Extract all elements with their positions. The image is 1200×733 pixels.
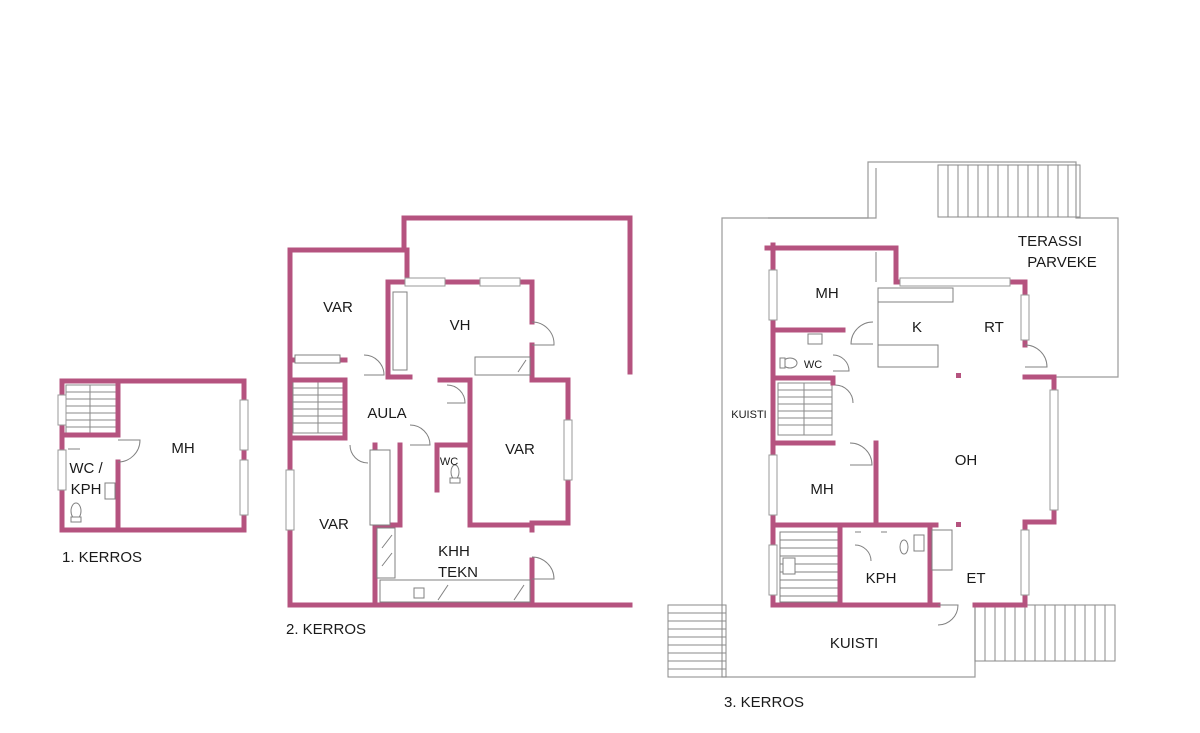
toilet-icon <box>899 539 909 555</box>
window <box>768 269 778 321</box>
room-label-kph: KPH <box>866 570 897 587</box>
floor-3-stairs-left <box>667 604 727 678</box>
door-swing <box>531 556 555 580</box>
floor-1-label: 1. KERROS <box>62 549 142 566</box>
window <box>768 544 778 596</box>
room-label-wc: WC / <box>69 460 103 477</box>
door-swing <box>349 444 369 464</box>
floor-1-plan: MH WC / KPH 1. KERROS <box>57 378 249 566</box>
sink-icon <box>913 534 925 552</box>
floor-3-plan: TERASSI PARVEKE MH K RT WC KUISTI OH MH … <box>667 161 1119 711</box>
door-swing <box>849 442 873 466</box>
door-swing <box>832 354 850 372</box>
floor-3-stairs-right <box>974 604 1116 662</box>
sink-icon <box>413 587 425 599</box>
room-label-rt: RT <box>984 319 1004 336</box>
floor-3-stairs-top <box>937 164 1081 218</box>
door-swing <box>409 424 431 446</box>
room-label-khh: KHH <box>438 543 470 560</box>
room-label-parveke: PARVEKE <box>1027 254 1096 271</box>
window <box>479 277 521 287</box>
room-label-var-top: VAR <box>323 299 353 316</box>
room-label-mh-bottom: MH <box>810 481 833 498</box>
floor-1-walls <box>59 378 247 533</box>
closet <box>369 449 391 526</box>
door-swing <box>854 544 872 562</box>
room-label-mh: MH <box>171 440 194 457</box>
room-label-terassi: TERASSI <box>1018 233 1082 250</box>
window <box>899 277 1011 287</box>
closet <box>474 356 531 376</box>
window <box>1020 529 1030 596</box>
room-label-wc: WC <box>804 359 822 371</box>
door-swing <box>117 439 141 463</box>
door-swing <box>834 384 854 404</box>
room-label-vh: VH <box>450 317 471 334</box>
window <box>1020 294 1030 341</box>
room-label-kph: KPH <box>71 481 102 498</box>
floor-2-plan: VAR VH AULA VAR VAR WC KHH TEKN 2. KERRO… <box>285 215 633 638</box>
room-label-tekn: TEKN <box>438 564 478 581</box>
counter <box>379 579 531 603</box>
post <box>956 522 961 527</box>
room-label-k: K <box>912 319 922 336</box>
floor-2-label: 2. KERROS <box>286 621 366 638</box>
floor-2-stairs <box>292 380 346 434</box>
door-swing <box>850 321 874 345</box>
sauna-bench <box>779 531 839 603</box>
room-label-oh: OH <box>955 452 978 469</box>
toilet-tank-icon <box>779 357 786 369</box>
door-swing <box>1024 344 1048 368</box>
room-label-aula: AULA <box>367 405 406 422</box>
window <box>768 454 778 516</box>
closet <box>392 291 408 371</box>
room-label-kuisti-bottom: KUISTI <box>830 635 878 652</box>
toilet-tank-icon <box>449 477 461 484</box>
room-label-mh-top: MH <box>815 285 838 302</box>
window <box>239 459 249 516</box>
sink-icon <box>807 333 823 345</box>
kitchen-island <box>877 344 939 368</box>
window <box>57 394 67 426</box>
window <box>404 277 446 287</box>
window <box>239 399 249 451</box>
door-swing <box>363 354 385 376</box>
room-label-wc: WC <box>440 456 458 468</box>
window <box>563 419 573 481</box>
floor-1-stairs <box>65 384 119 436</box>
closet <box>294 354 341 364</box>
sink-icon <box>104 482 116 500</box>
toilet-tank-icon <box>70 516 82 523</box>
room-label-et: ET <box>966 570 985 587</box>
floor-3-stairs-interior <box>777 382 833 436</box>
counter <box>931 529 953 571</box>
room-label-var-right: VAR <box>505 441 535 458</box>
window <box>285 469 295 531</box>
room-label-var-bottom: VAR <box>319 516 349 533</box>
door-swing <box>937 604 959 626</box>
post <box>956 373 961 378</box>
door-swing <box>446 384 466 404</box>
door-swing <box>531 321 555 346</box>
floor-3-label: 3. KERROS <box>724 694 804 711</box>
room-label-kuisti-left: KUISTI <box>731 409 766 421</box>
window <box>1049 389 1059 511</box>
window <box>57 449 67 491</box>
counter <box>376 527 396 579</box>
kitchen-counter <box>877 287 954 303</box>
